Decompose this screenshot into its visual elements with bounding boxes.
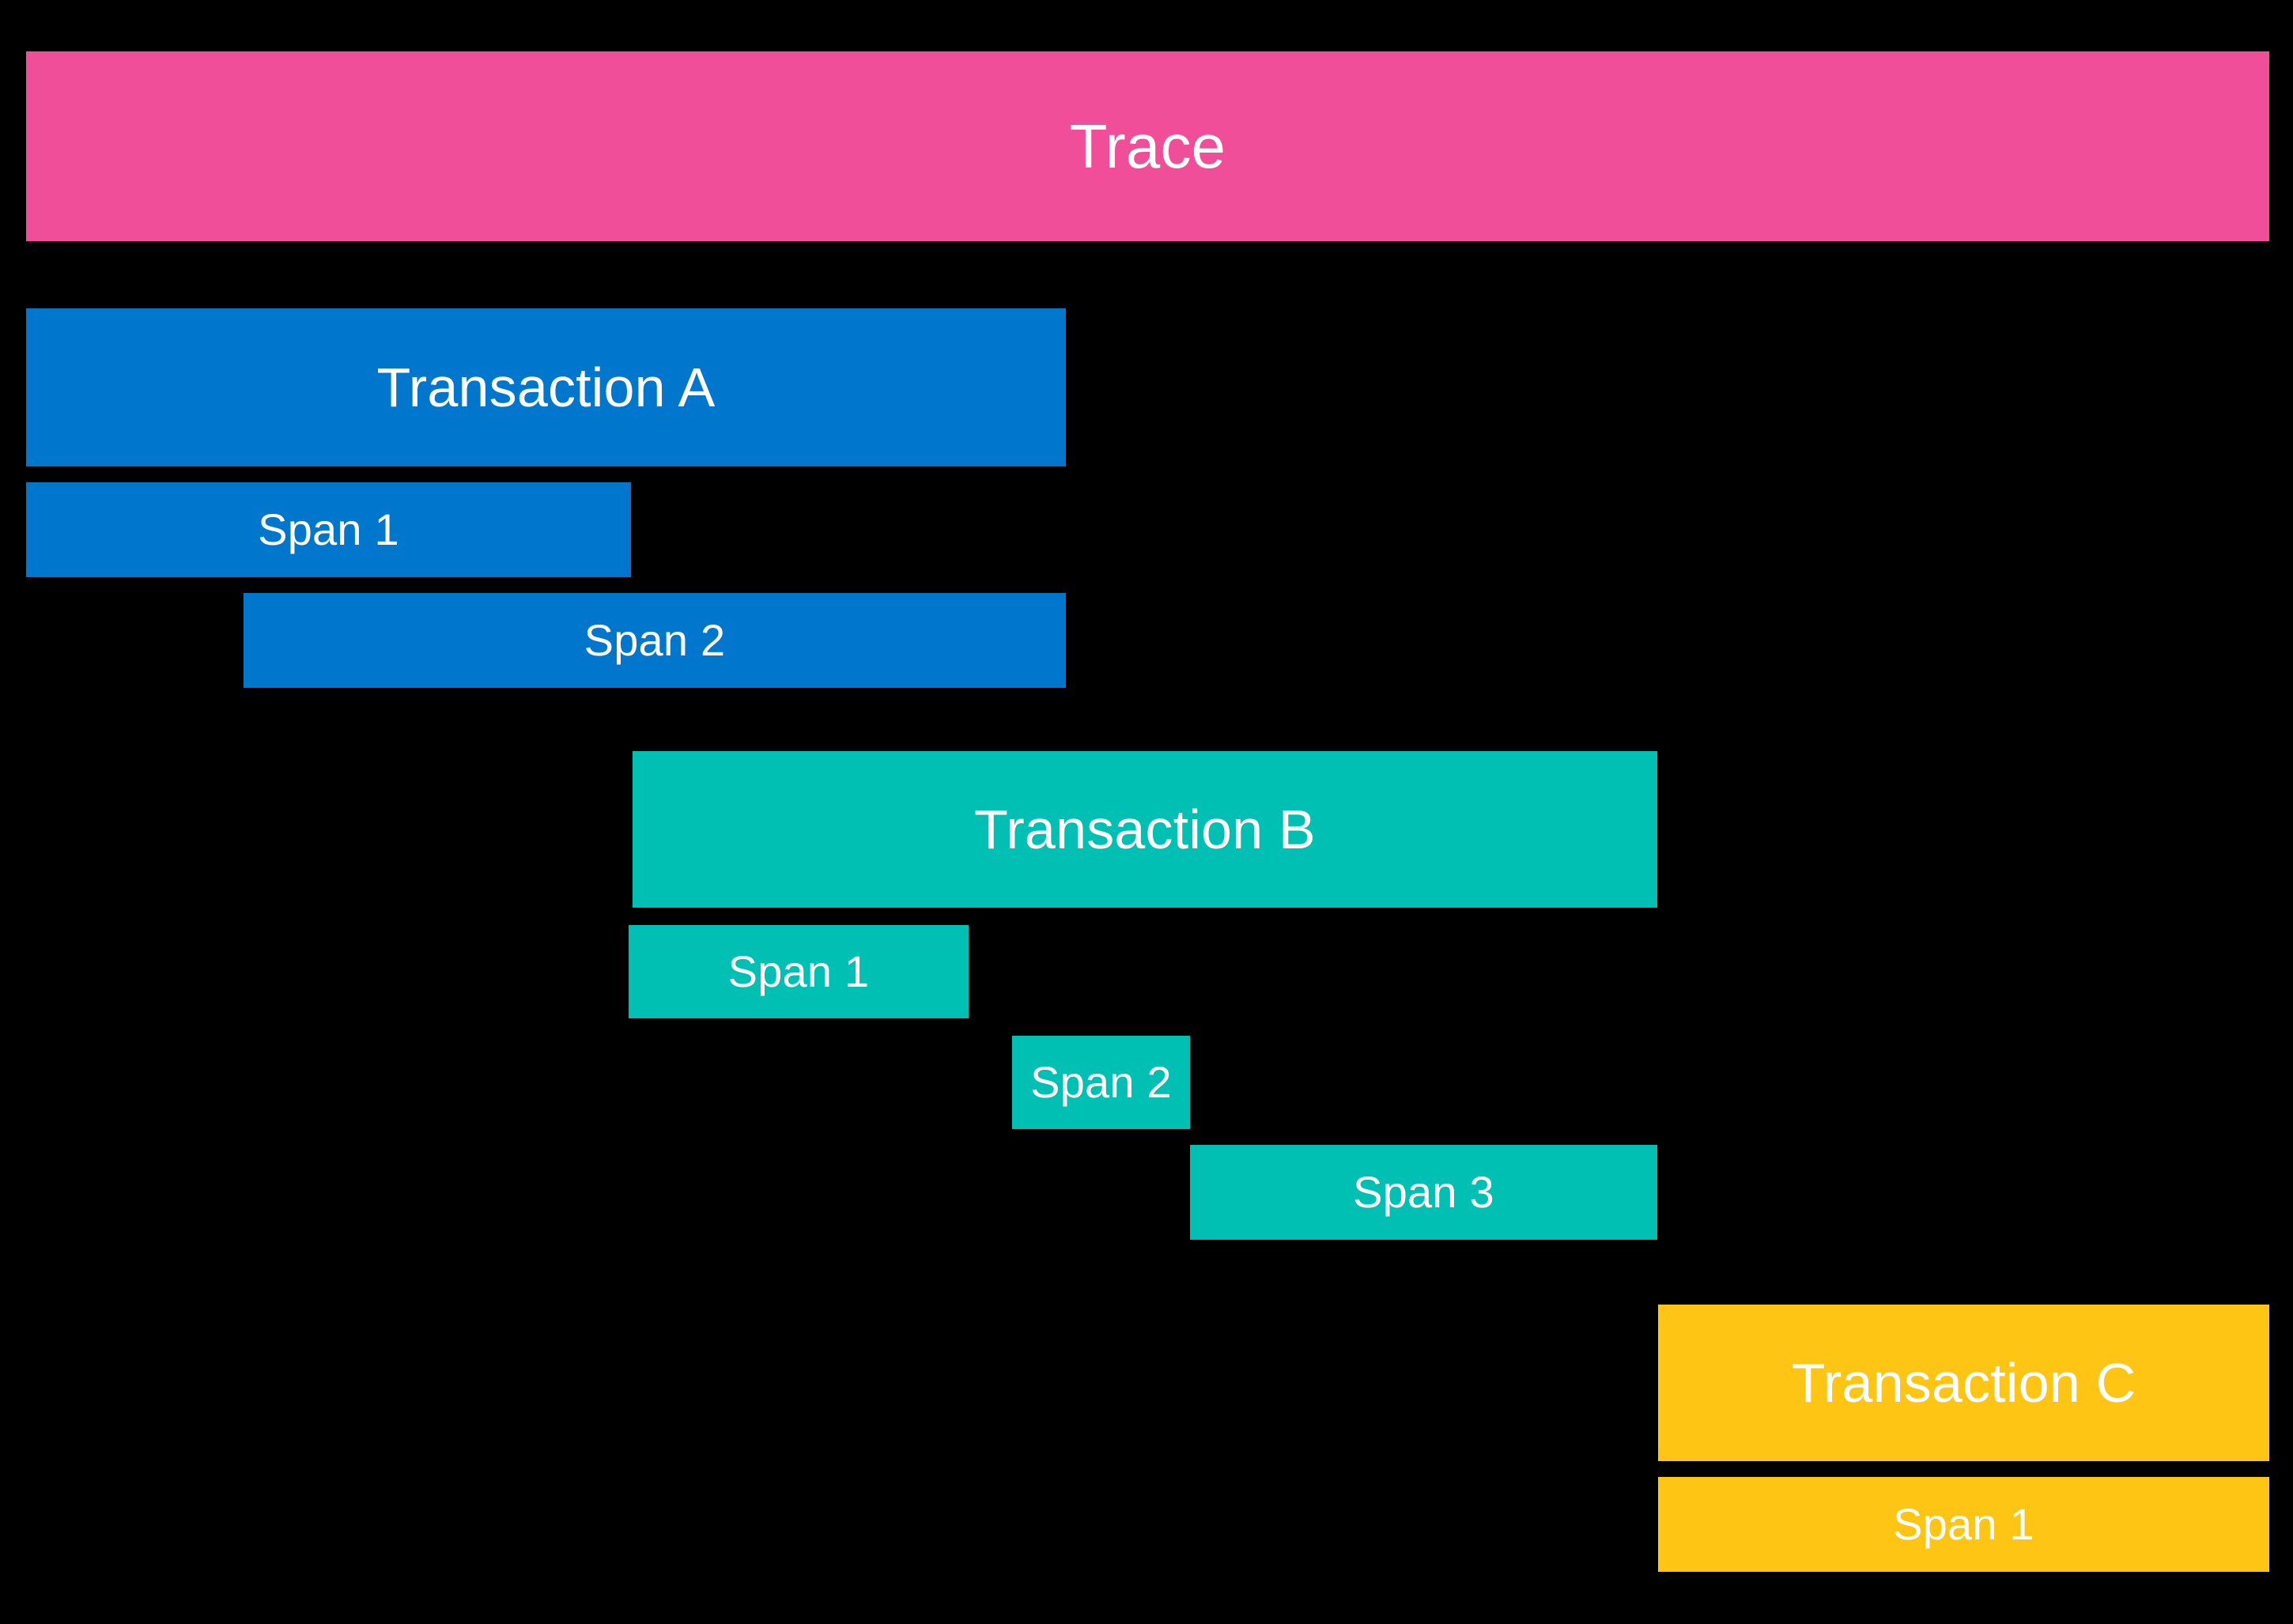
- bar-transaction-b[interactable]: Transaction B: [633, 751, 1657, 908]
- transaction-c-span-1-label: Span 1: [1893, 1499, 2034, 1549]
- trace-label: Trace: [1069, 111, 1226, 181]
- transaction-b-label: Transaction B: [974, 799, 1316, 860]
- bar-transaction-c-span-1[interactable]: Span 1: [1658, 1477, 2269, 1572]
- transaction-a-label: Transaction A: [376, 357, 716, 418]
- transaction-a-span-1-label: Span 1: [258, 504, 399, 554]
- bar-transaction-a[interactable]: Transaction A: [26, 308, 1066, 466]
- transaction-b-span-2-label: Span 2: [1030, 1057, 1172, 1107]
- transaction-c-label: Transaction C: [1791, 1352, 2136, 1414]
- bar-transaction-c[interactable]: Transaction C: [1658, 1305, 2269, 1461]
- bar-trace[interactable]: Trace: [26, 51, 2269, 241]
- bar-transaction-b-span-3[interactable]: Span 3: [1190, 1145, 1657, 1240]
- transaction-b-span-3-label: Span 3: [1353, 1167, 1494, 1217]
- bar-transaction-b-span-1[interactable]: Span 1: [629, 925, 969, 1018]
- bar-transaction-a-span-1[interactable]: Span 1: [26, 482, 631, 577]
- transaction-b-span-1-label: Span 1: [727, 946, 870, 996]
- bar-transaction-a-span-2[interactable]: Span 2: [244, 593, 1066, 688]
- transaction-a-span-2-label: Span 2: [584, 615, 726, 665]
- bar-transaction-b-span-2[interactable]: Span 2: [1012, 1036, 1190, 1129]
